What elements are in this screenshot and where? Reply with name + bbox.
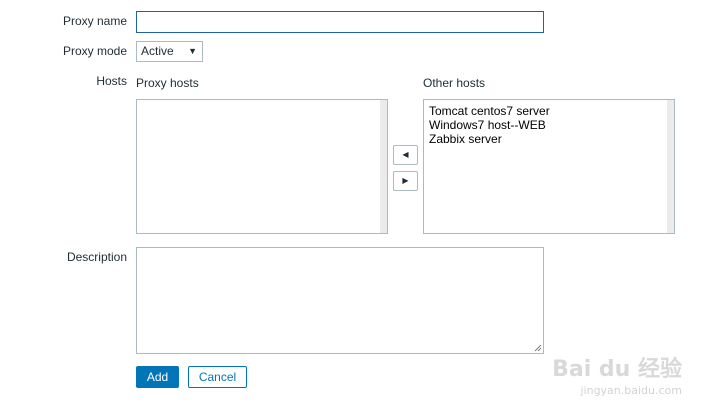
- proxy-mode-select[interactable]: Active ▼: [136, 41, 203, 62]
- chevron-down-icon: ▼: [188, 46, 197, 56]
- description-textarea[interactable]: [136, 247, 544, 354]
- proxy-hosts-listbox[interactable]: [136, 99, 388, 234]
- host-option[interactable]: Windows7 host--WEB: [429, 118, 546, 132]
- host-option[interactable]: Tomcat centos7 server: [429, 104, 550, 118]
- proxy-hosts-scrollbar[interactable]: [380, 100, 387, 233]
- cancel-button[interactable]: Cancel: [188, 366, 247, 388]
- add-button[interactable]: Add: [136, 366, 179, 388]
- other-hosts-scrollbar[interactable]: [667, 100, 674, 233]
- proxy-hosts-title: Proxy hosts: [136, 76, 199, 90]
- baidu-watermark: Bai du 经验: [552, 357, 682, 382]
- hosts-label: Hosts: [96, 74, 127, 88]
- move-left-button[interactable]: ◀: [393, 145, 418, 165]
- move-right-button[interactable]: ▶: [393, 171, 418, 191]
- baidu-watermark-url: jingyan.baidu.com: [580, 384, 682, 397]
- other-hosts-title: Other hosts: [423, 76, 486, 90]
- description-label: Description: [66, 250, 127, 264]
- arrow-left-icon: ◀: [402, 150, 409, 159]
- resize-grip-icon[interactable]: [534, 344, 542, 352]
- host-option[interactable]: Zabbix server: [429, 132, 502, 146]
- proxy-name-label: Proxy name: [62, 14, 127, 28]
- proxy-mode-selected-value: Active: [141, 44, 174, 58]
- proxy-name-input[interactable]: [136, 11, 544, 33]
- arrow-right-icon: ▶: [402, 176, 409, 185]
- proxy-mode-label: Proxy mode: [62, 44, 127, 58]
